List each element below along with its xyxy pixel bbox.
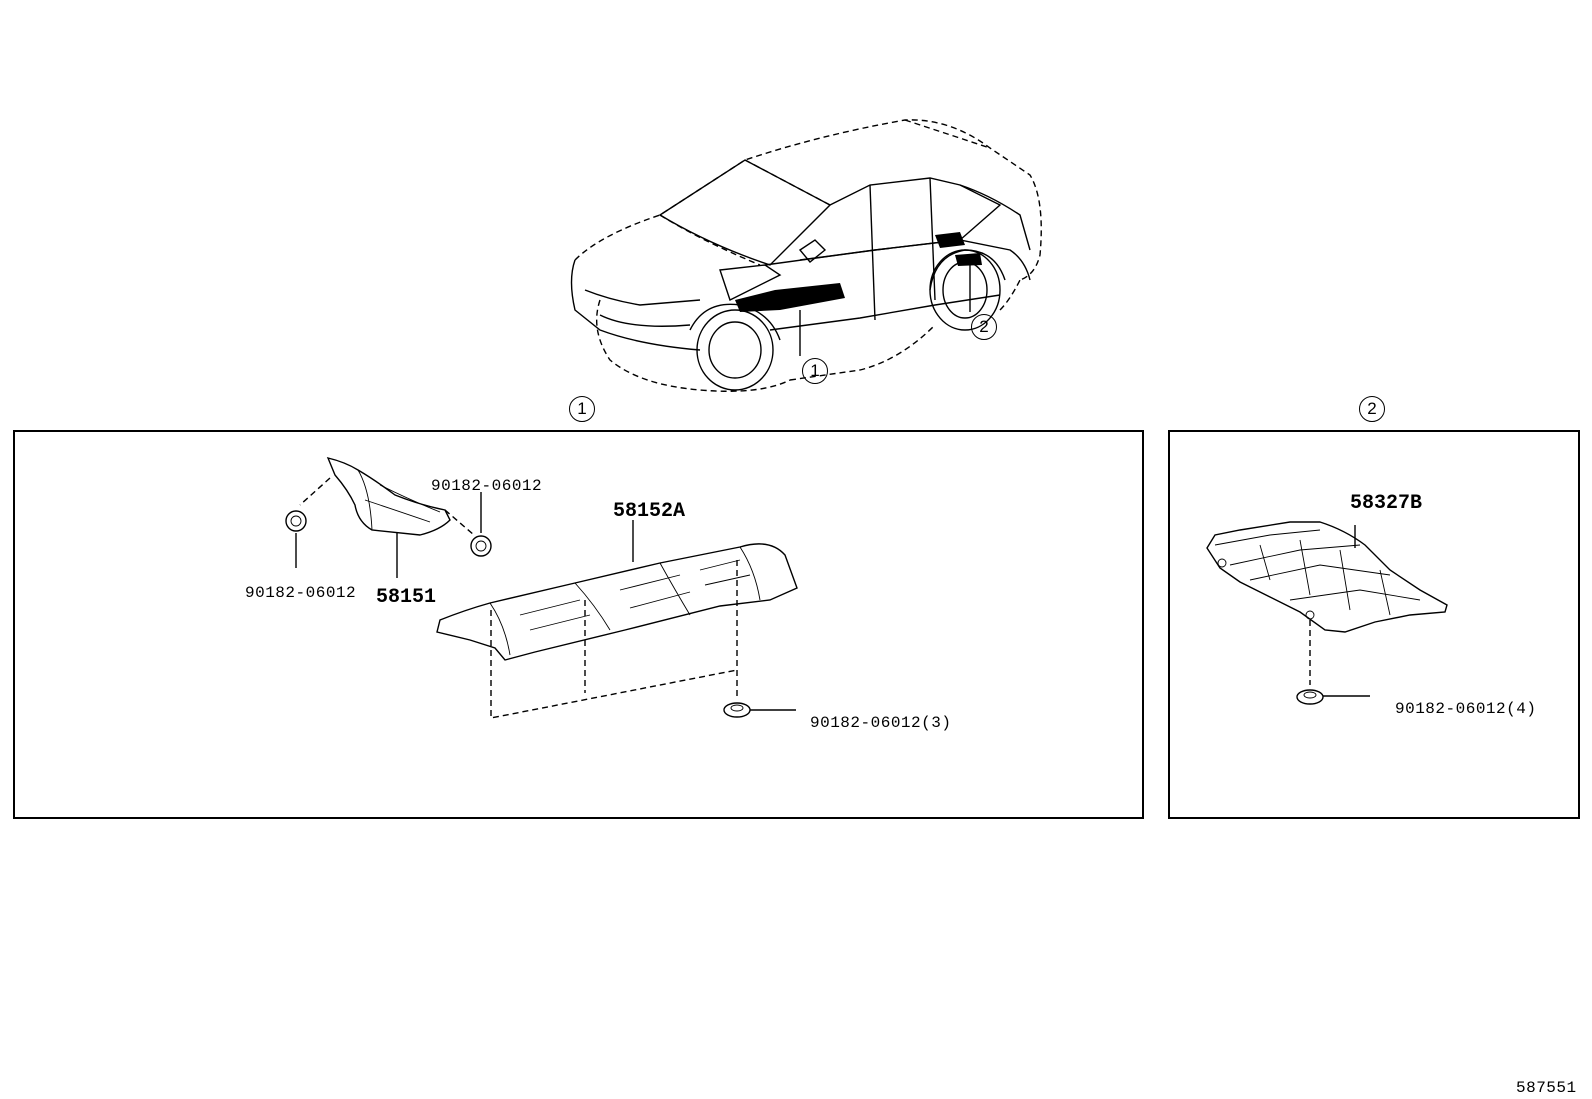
part-label-clip-rear[interactable]: 90182-06012(4)	[1395, 700, 1537, 718]
part-label-clip-right[interactable]: 90182-06012	[431, 477, 543, 495]
insulator-rear-illustration	[1206, 521, 1448, 685]
insulator-front-illustration	[326, 457, 451, 578]
part-label-insulator-rear[interactable]: 58327B	[1350, 492, 1423, 515]
vehicle-overview-illustration	[570, 119, 1042, 392]
section-2-callout: 2	[1359, 396, 1385, 422]
part-label-clip-lower[interactable]: 90182-06012(3)	[810, 714, 952, 732]
section-2-frame	[1168, 430, 1580, 819]
car-callout-2[interactable]: 2	[971, 314, 997, 340]
insulator-main-illustration	[436, 520, 798, 719]
part-label-clip-left[interactable]: 90182-06012	[245, 584, 357, 602]
clip-left-illustration	[285, 477, 331, 568]
section-1-frame	[13, 430, 1144, 819]
car-callout-1[interactable]: 1	[802, 358, 828, 384]
clip-rear-illustration	[1296, 689, 1370, 705]
part-label-insulator-main[interactable]: 58152A	[613, 500, 686, 523]
clip-lower-illustration	[723, 702, 796, 718]
diagram-id: 587551	[1516, 1079, 1577, 1097]
part-label-insulator-front[interactable]: 58151	[376, 586, 437, 609]
clip-right-illustration	[444, 492, 492, 557]
section-1-callout: 1	[569, 396, 595, 422]
